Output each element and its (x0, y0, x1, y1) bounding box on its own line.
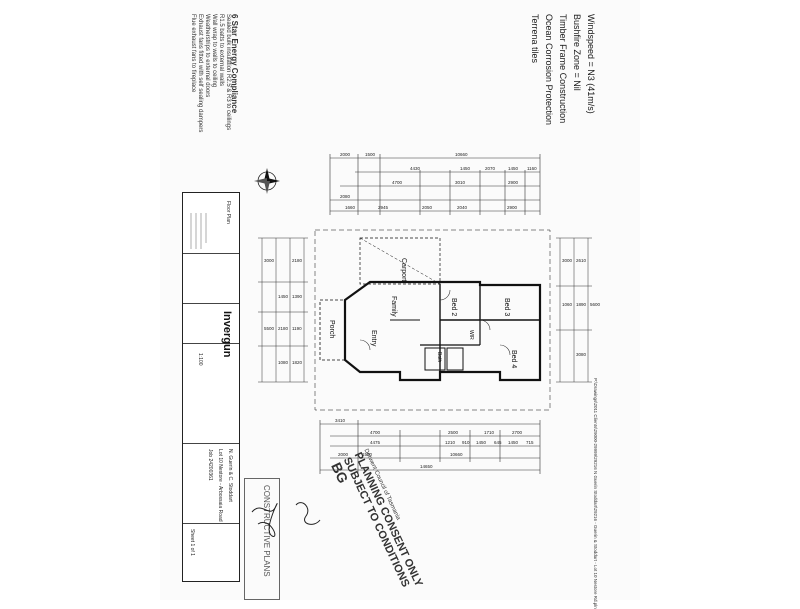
site-boundary (314, 229, 551, 411)
dimension-text-right: 3000 2610 1060 1890 5600 3080 (562, 258, 601, 357)
dim-label: 3080 (576, 352, 587, 357)
porch-outline (319, 299, 346, 361)
dim-label: 2180 (278, 326, 289, 331)
dim-label: 2900 (507, 205, 518, 210)
file-path-footer: P:\Drawings\2011 Clients\29000-29999\292… (593, 378, 598, 609)
bathroom-block (424, 347, 446, 371)
dim-label: 1080 (278, 360, 289, 365)
dim-label: 1450 (476, 440, 487, 445)
dim-label: 3000 (562, 258, 573, 263)
dim-label: 2050 (422, 205, 433, 210)
dim-label: 2500 (448, 430, 459, 435)
dim-label: 3000 (264, 258, 275, 263)
dim-label: 1210 (445, 440, 456, 445)
dim-label: 2080 (340, 194, 351, 199)
room-entry: Entry (370, 330, 377, 347)
room-bed4: Bed 4 (510, 350, 517, 368)
dim-label: 1060 (562, 302, 573, 307)
room-bed3: Bed 3 (503, 298, 510, 316)
dim-label: 1450 (460, 166, 471, 171)
dim-label: 2900 (508, 180, 519, 185)
dim-label: 1450 (278, 294, 289, 299)
tb-text-lines (190, 213, 207, 249)
external-wall (343, 280, 542, 382)
dimension-lines-right (556, 237, 592, 383)
tb-divider (183, 303, 239, 304)
dim-label: 1890 (576, 302, 587, 307)
dim-label: 4700 (370, 430, 381, 435)
dimension-text-bottom: 3410 4700 2500 1710 2700 4475 1210 910 1… (335, 418, 534, 469)
dim-label: 2180 (292, 258, 303, 263)
dimension-lines-left (258, 237, 308, 383)
dim-label: 910 (462, 440, 470, 445)
dim-label: 4700 (392, 180, 403, 185)
dim-label: 1820 (292, 360, 303, 365)
tb-divider (183, 443, 239, 444)
dim-label: 2610 (576, 258, 587, 263)
dim-label: 3010 (455, 180, 466, 185)
dim-label: 14650 (420, 464, 433, 469)
dim-label: 2945 (378, 205, 389, 210)
dim-label: 5600 (590, 302, 601, 307)
dim-label: 1450 (508, 166, 519, 171)
room-wir: WIR (468, 330, 474, 340)
dimension-lines-top (329, 154, 541, 215)
dim-label: 3410 (335, 418, 346, 423)
dim-label: 1450 (508, 440, 519, 445)
dim-label: 1710 (484, 430, 495, 435)
title-block: Floor Plan Invergun N. Guerin & C. Stodd… (182, 192, 240, 582)
door-swings (359, 289, 511, 356)
dimension-lines-bottom (319, 420, 541, 474)
dim-label: 1390 (292, 294, 303, 299)
signature-scribble (251, 502, 321, 537)
dim-label: 2040 (457, 205, 468, 210)
room-bath: Bath (436, 352, 442, 363)
dim-label: 4475 (370, 440, 381, 445)
dim-label: 10660 (450, 452, 463, 457)
tb-divider (183, 343, 239, 344)
tb-divider (183, 253, 239, 254)
dim-label: 10660 (455, 152, 468, 157)
dim-label: 2700 (512, 430, 523, 435)
room-porch: Porch (328, 320, 335, 338)
dim-label: 1500 (362, 452, 373, 457)
dim-label: 5500 (264, 326, 275, 331)
building-walls (314, 229, 551, 411)
dim-label: 645 (494, 440, 502, 445)
carport-outline (359, 237, 441, 285)
dimension-text-top: 2000 1500 10660 4430 1450 2070 1450 1160… (340, 152, 537, 210)
room-family: Family (390, 296, 397, 317)
room-carport: Carport (400, 258, 407, 281)
dim-label: 1190 (292, 326, 302, 331)
dim-label: 1160 (527, 166, 537, 171)
dimension-text-left: 3000 2180 1450 1390 5500 2180 1190 1080 … (264, 258, 303, 365)
dim-label: 2000 (338, 452, 349, 457)
dim-label: 2000 (340, 152, 351, 157)
room-bed2: Bed 2 (450, 298, 457, 316)
dim-label: 715 (526, 440, 534, 445)
dim-label: 4430 (410, 166, 421, 171)
north-arrow-icon (254, 168, 280, 194)
dim-label: 1660 (345, 205, 356, 210)
tb-divider (183, 523, 239, 524)
room-labels: Carport Family Bed 2 Bed 3 Bed 4 Porch E… (328, 258, 517, 368)
dim-label: 1500 (365, 152, 376, 157)
dim-label: 2070 (485, 166, 496, 171)
